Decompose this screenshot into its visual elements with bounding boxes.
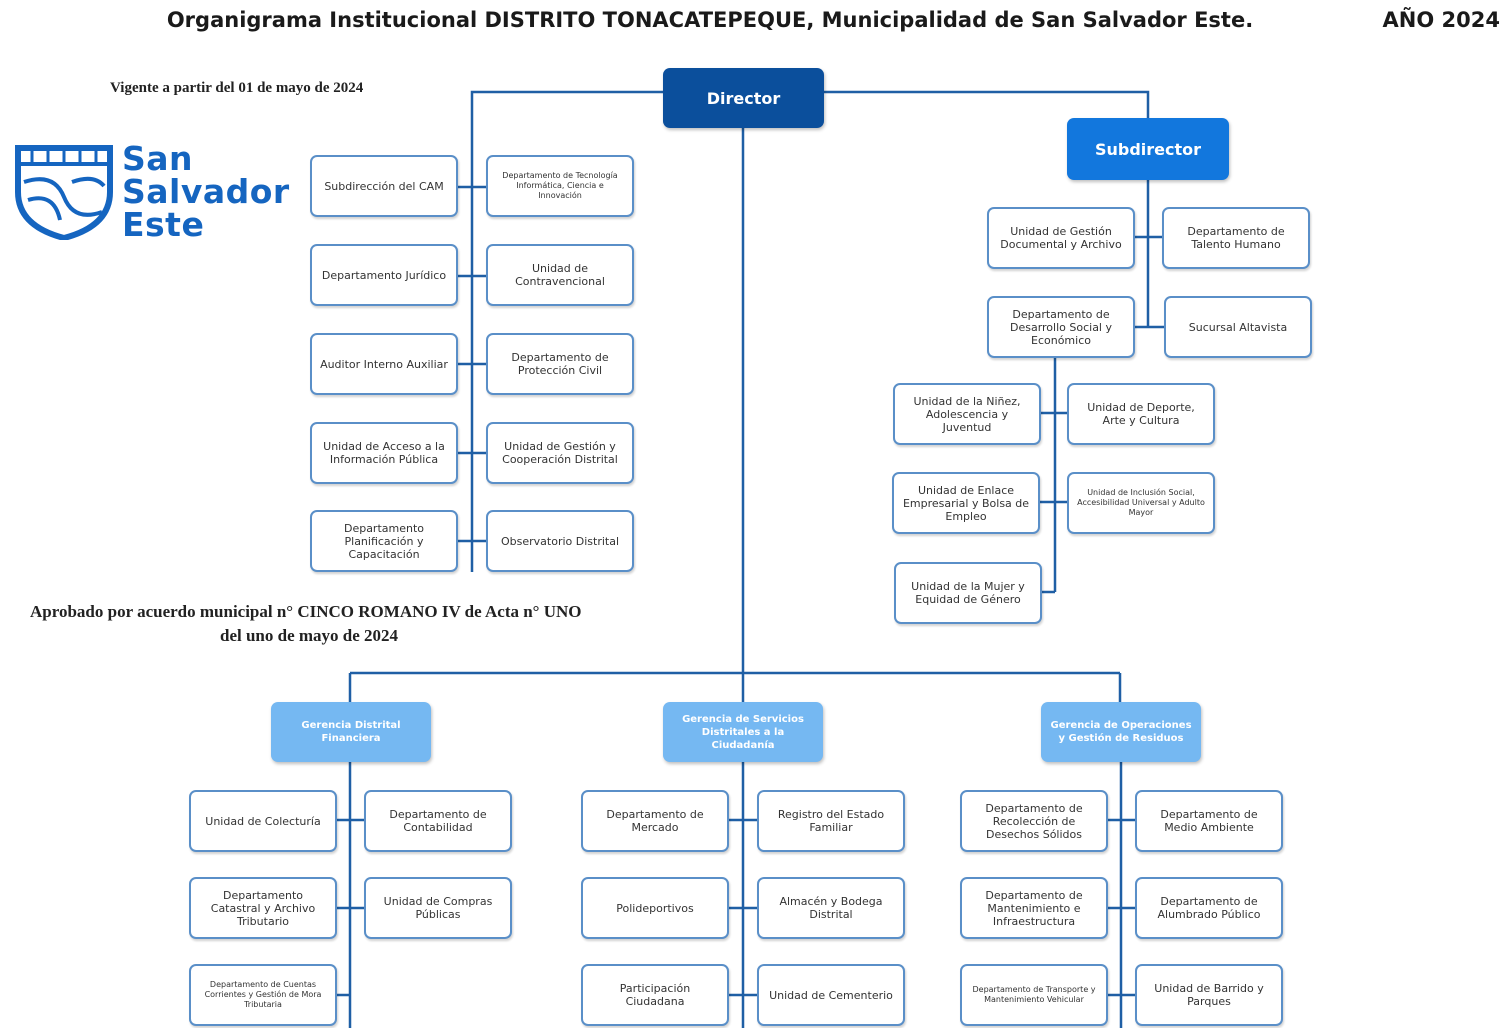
aprobado-note-line2: del uno de mayo de 2024 <box>220 626 399 645</box>
unit-juridico: Departamento Jurídico <box>310 244 458 306</box>
unit-planificacion: Departamento Planificación y Capacitació… <box>310 510 458 572</box>
gerencia-operaciones: Gerencia de Operaciones y Gestión de Res… <box>1041 702 1201 762</box>
vigente-note: Vigente a partir del 01 de mayo de 2024 <box>110 80 364 96</box>
unit-almacen-bodega: Almacén y Bodega Distrital <box>757 877 905 939</box>
unit-ninez-juventud: Unidad de la Niñez, Adolescencia y Juven… <box>893 383 1041 445</box>
subdirector-box: Subdirector <box>1067 118 1229 180</box>
unit-compras-publicas: Unidad de Compras Públicas <box>364 877 512 939</box>
unit-alumbrado-publico: Departamento de Alumbrado Público <box>1135 877 1283 939</box>
unit-contravencional: Unidad de Contravencional <box>486 244 634 306</box>
unit-barrido-parques: Unidad de Barrido y Parques <box>1135 964 1283 1026</box>
unit-colecturia: Unidad de Colecturía <box>189 790 337 852</box>
unit-cuentas-corrientes: Departamento de Cuentas Corrientes y Ges… <box>189 964 337 1026</box>
unit-enlace-empresarial: Unidad de Enlace Empresarial y Bolsa de … <box>892 472 1040 534</box>
unit-auditor-interno: Auditor Interno Auxiliar <box>310 333 458 395</box>
logo <box>14 142 114 244</box>
year-label: AÑO 2024 <box>1382 8 1500 32</box>
unit-inclusion-social: Unidad de Inclusión Social, Accesibilida… <box>1067 472 1215 534</box>
unit-transporte-vehicular: Departamento de Transporte y Mantenimien… <box>960 964 1108 1026</box>
gerencia-servicios: Gerencia de Servicios Distritales a la C… <box>663 702 823 762</box>
unit-recoleccion-desechos: Departamento de Recolección de Desechos … <box>960 790 1108 852</box>
unit-mercado: Departamento de Mercado <box>581 790 729 852</box>
unit-proteccion-civil: Departamento de Protección Civil <box>486 333 634 395</box>
unit-registro-familiar: Registro del Estado Familiar <box>757 790 905 852</box>
unit-desarrollo-social: Departamento de Desarrollo Social y Econ… <box>987 296 1135 358</box>
gerencia-financiera: Gerencia Distrital Financiera <box>271 702 431 762</box>
unit-acceso-informacion: Unidad de Acceso a la Información Públic… <box>310 422 458 484</box>
logo-text-line2: Salvador <box>122 172 290 211</box>
unit-medio-ambiente: Departamento de Medio Ambiente <box>1135 790 1283 852</box>
director-box: Director <box>663 68 824 128</box>
unit-gestion-cooperacion: Unidad de Gestión y Cooperación Distrita… <box>486 422 634 484</box>
unit-gestion-documental: Unidad de Gestión Documental y Archivo <box>987 207 1135 269</box>
unit-tecnologia-informatica: Departamento de Tecnología Informática, … <box>486 155 634 217</box>
unit-sucursal-altavista: Sucursal Altavista <box>1164 296 1312 358</box>
unit-cementerio: Unidad de Cementerio <box>757 964 905 1026</box>
unit-deporte-cultura: Unidad de Deporte, Arte y Cultura <box>1067 383 1215 445</box>
unit-mantenimiento-infraestructura: Departamento de Mantenimiento e Infraest… <box>960 877 1108 939</box>
aprobado-note-line1: Aprobado por acuerdo municipal n° CINCO … <box>30 602 582 621</box>
unit-polideportivos: Polideportivos <box>581 877 729 939</box>
logo-text-line3: Este <box>122 205 205 244</box>
unit-subdireccion-cam: Subdirección del CAM <box>310 155 458 217</box>
unit-talento-humano: Departamento de Talento Humano <box>1162 207 1310 269</box>
unit-mujer-genero: Unidad de la Mujer y Equidad de Género <box>894 562 1042 624</box>
unit-contabilidad: Departamento de Contabilidad <box>364 790 512 852</box>
page-title: Organigrama Institucional DISTRITO TONAC… <box>166 8 1254 32</box>
unit-observatorio: Observatorio Distrital <box>486 510 634 572</box>
logo-text-line1: San <box>122 139 194 178</box>
unit-catastral: Departamento Catastral y Archivo Tributa… <box>189 877 337 939</box>
logo-emblem-icon <box>15 145 113 242</box>
unit-participacion-ciudadana: Participación Ciudadana <box>581 964 729 1026</box>
